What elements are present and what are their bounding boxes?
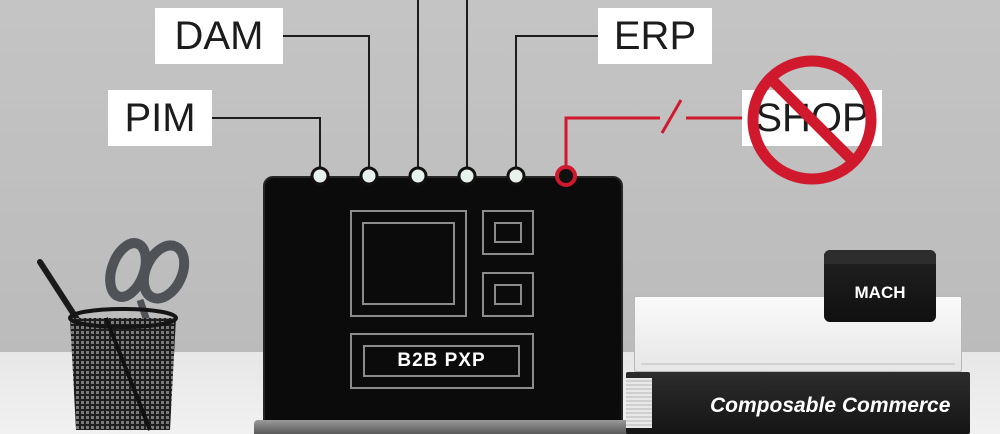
laptop-screen (263, 176, 623, 434)
cube-label: MACH (854, 283, 906, 302)
wireframe-side-panel-top-inner (494, 222, 522, 243)
book-title: Composable Commerce (710, 394, 951, 417)
label-dam: DAM (155, 8, 283, 64)
prohibited-sign-icon (747, 55, 877, 185)
circle-node-icon (359, 166, 379, 186)
wireframe-side-panel-top (482, 210, 534, 255)
wireframe-main-panel-inner (362, 222, 455, 305)
wireframe-main-panel (350, 210, 467, 317)
wireframe-side-panel-bottom (482, 272, 534, 317)
label-pim: PIM (108, 90, 212, 146)
mesh-pen-holder-icon (68, 307, 178, 431)
connector-dam (282, 35, 370, 170)
circle-node-icon (408, 166, 428, 186)
connector-shop-broken-left (564, 116, 660, 170)
desk-props (37, 238, 190, 431)
wireframe-footer-panel (350, 333, 534, 389)
laptop-base (254, 420, 634, 434)
screen-title: B2B PXP (363, 345, 520, 377)
circle-node-icon (310, 166, 330, 186)
wireframe-side-panel-bottom-inner (494, 284, 522, 305)
book-composable-commerce: Composable Commerce (626, 372, 970, 434)
mach-cube: MACH (824, 250, 936, 322)
circle-node-icon (457, 166, 477, 186)
scissors-icon (105, 238, 190, 332)
circle-node-icon (506, 166, 526, 186)
connector-erp (515, 35, 598, 170)
connector-shop-break-mark (660, 99, 683, 134)
label-erp: ERP (598, 8, 712, 64)
circle-node-broken-icon (555, 165, 577, 187)
connector-pim (212, 117, 321, 170)
